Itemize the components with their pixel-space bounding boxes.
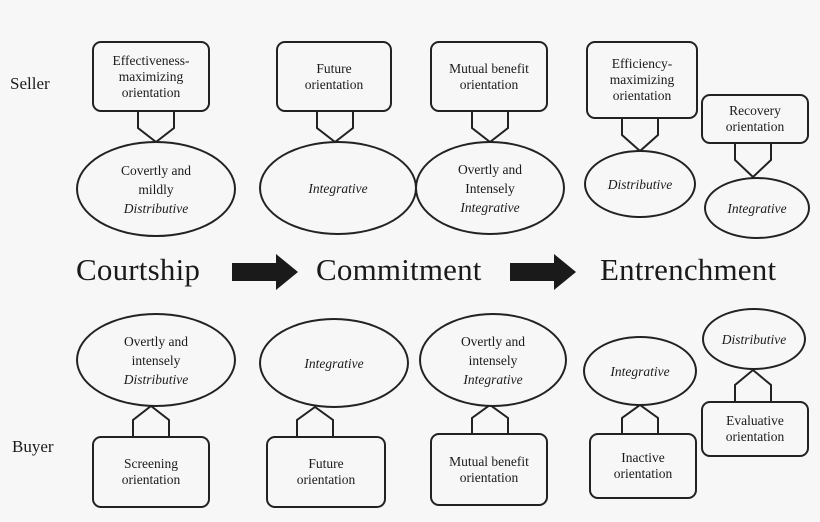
buyer-orientation-box: Future orientation	[266, 436, 386, 508]
seller-orientation-text: Effectiveness- maximizing orientation	[112, 52, 190, 100]
seller-orientation-text: Mutual benefit orientation	[449, 60, 529, 92]
seller-strategy-text: Distributive	[123, 200, 189, 216]
seller-label: Seller	[10, 74, 50, 93]
connector-seller-1	[137, 110, 175, 144]
seller-orientation-box: Effectiveness- maximizing orientation	[92, 41, 210, 112]
buyer-strategy-ellipse: Integrative	[259, 318, 409, 408]
connector-buyer-4	[621, 403, 659, 435]
phase-arrow-1	[232, 254, 298, 290]
connector-seller-5	[734, 142, 772, 179]
seller-strategy-text: Integrative	[727, 200, 787, 216]
phase-courtship: Courtship	[76, 252, 201, 287]
seller-stance-line: mildly	[138, 181, 174, 197]
seller-strategy-text: Integrative	[460, 199, 520, 215]
seller-strategy-text: Integrative	[308, 180, 368, 196]
buyer-orientation-text: Mutual benefit orientation	[449, 453, 529, 485]
buyer-strategy-text: Integrative	[463, 371, 523, 387]
buyer-stance-line: Overtly and	[460, 333, 526, 349]
buyer-orientation-text: Inactive orientation	[613, 450, 673, 481]
phase-arrow-2	[510, 254, 576, 290]
connector-seller-4	[621, 117, 659, 153]
connector-seller-3	[471, 110, 509, 144]
phase-entrenchment: Entrenchment	[600, 252, 777, 287]
connector-buyer-3	[471, 403, 509, 435]
buyer-strategy-text: Distributive	[123, 371, 189, 387]
seller-orientation-box: Future orientation	[276, 41, 392, 112]
buyer-stance-line: intensely	[131, 352, 181, 368]
connector-buyer-2	[296, 405, 334, 438]
seller-orientation-text: Efficiency- maximizing orientation	[609, 56, 675, 103]
seller-strategy-text: Distributive	[607, 176, 673, 192]
buyer-strategy-ellipse: Distributive	[702, 308, 806, 370]
connector-seller-2	[316, 110, 354, 144]
buyer-orientation-box: Screening orientation	[92, 436, 210, 508]
seller-orientation-box: Recovery orientation	[701, 94, 809, 144]
seller-strategy-ellipse: Overtly and Intensely Integrative	[415, 141, 565, 235]
buyer-orientation-box: Mutual benefit orientation	[430, 433, 548, 506]
seller-strategy-ellipse: Distributive	[584, 150, 696, 218]
buyer-stance-line: intensely	[468, 352, 518, 368]
buyer-strategy-ellipse: Overtly and intensely Integrative	[419, 313, 567, 407]
buyer-orientation-text: Future orientation	[296, 456, 356, 487]
buyer-orientation-text: Screening orientation	[121, 456, 181, 487]
buyer-orientation-box: Inactive orientation	[589, 433, 697, 499]
seller-strategy-ellipse: Covertly and mildly Distributive	[76, 141, 236, 237]
seller-stance-line: Overtly and	[457, 161, 523, 177]
seller-stance-line: Covertly and	[120, 162, 192, 178]
seller-orientation-text: Future orientation	[304, 60, 364, 92]
seller-orientation-box: Mutual benefit orientation	[430, 41, 548, 112]
buyer-stance-line: Overtly and	[123, 333, 189, 349]
buyer-strategy-ellipse: Overtly and intensely Distributive	[76, 313, 236, 407]
connector-buyer-5	[734, 368, 772, 403]
buyer-strategy-text: Distributive	[721, 331, 787, 347]
buyer-label: Buyer	[12, 437, 54, 456]
buyer-strategy-text: Integrative	[610, 363, 670, 379]
seller-stance-line: Intensely	[465, 180, 515, 196]
seller-orientation-box: Efficiency- maximizing orientation	[586, 41, 698, 119]
phase-commitment: Commitment	[316, 252, 482, 287]
buyer-orientation-box: Evaluative orientation	[701, 401, 809, 457]
buyer-orientation-text: Evaluative orientation	[725, 413, 785, 444]
seller-strategy-ellipse: Integrative	[704, 177, 810, 239]
buyer-strategy-ellipse: Integrative	[583, 336, 697, 406]
connector-buyer-1	[132, 404, 170, 438]
buyer-strategy-text: Integrative	[304, 355, 364, 371]
seller-orientation-text: Recovery orientation	[725, 103, 785, 134]
seller-strategy-ellipse: Integrative	[259, 141, 417, 235]
